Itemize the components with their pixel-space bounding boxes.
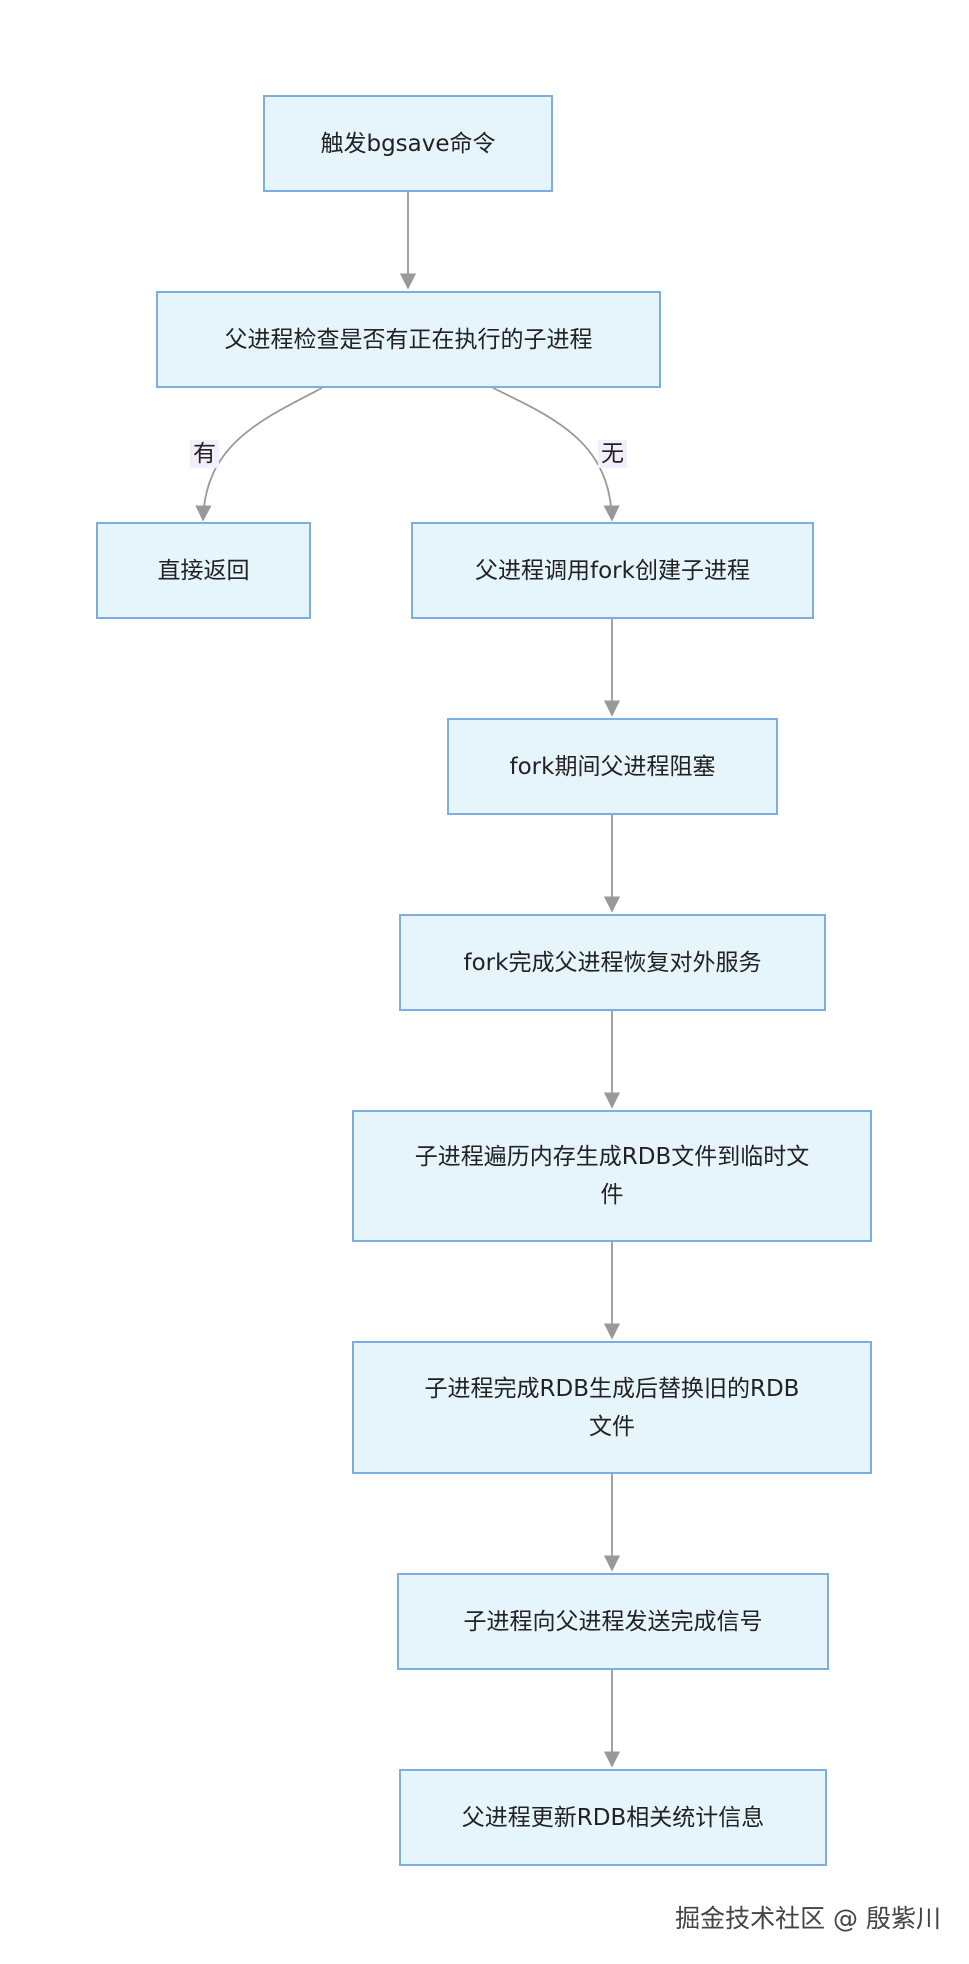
node-update-stats: 父进程更新RDB相关统计信息: [399, 1769, 827, 1866]
node-parent-blocked: fork期间父进程阻塞: [447, 718, 778, 815]
watermark: 掘金技术社区 @ 殷紫川: [675, 1904, 941, 1933]
node-parent-resume: fork完成父进程恢复对外服务: [399, 914, 826, 1011]
node-return-directly: 直接返回: [96, 522, 311, 619]
edge-check-fork: [492, 387, 620, 522]
edge-label-yes: 有: [190, 440, 219, 468]
node-check-child-process: 父进程检查是否有正在执行的子进程: [156, 291, 661, 388]
node-traverse-memory: 子进程遍历内存生成RDB文件到临时文件: [352, 1110, 872, 1242]
node-trigger-bgsave: 触发bgsave命令: [263, 95, 553, 192]
edge-check-return: [195, 387, 323, 522]
node-send-signal: 子进程向父进程发送完成信号: [397, 1573, 829, 1670]
node-fork-child: 父进程调用fork创建子进程: [411, 522, 814, 619]
edge-label-no: 无: [598, 440, 627, 468]
node-replace-rdb: 子进程完成RDB生成后替换旧的RDB文件: [352, 1341, 872, 1474]
